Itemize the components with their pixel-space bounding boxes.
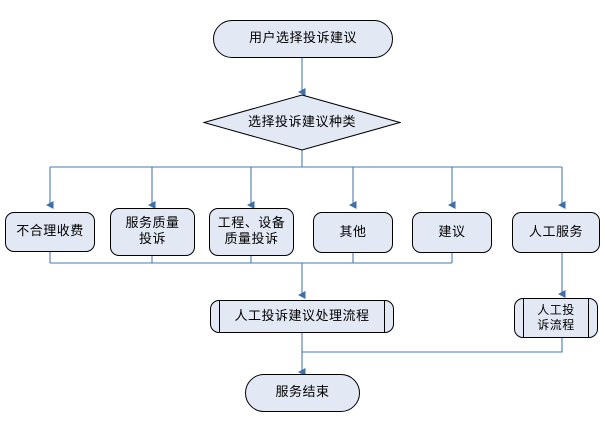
predefined-bar-right (384, 301, 385, 332)
edge-process-manual-to-end (302, 338, 563, 353)
node-option-1-label: 不合理收费 (16, 224, 84, 239)
predefined-bar-left (219, 301, 220, 332)
node-process-manual-label: 人工投 诉流程 (537, 303, 575, 332)
node-option-5[interactable]: 建议 (412, 212, 492, 253)
node-process-main[interactable]: 人工投诉建议处理流程 (210, 300, 394, 333)
node-option-3[interactable]: 工程、设备 质量投诉 (209, 208, 294, 256)
node-process-main-label: 人工投诉建议处理流程 (234, 308, 370, 324)
node-option-2-label: 服务质量 投诉 (125, 216, 180, 247)
node-option-2[interactable]: 服务质量 投诉 (110, 208, 195, 256)
node-decision-label: 选择投诉建议种类 (247, 114, 356, 130)
predefined-bar-left (523, 299, 524, 337)
decision-diamond-shape (203, 94, 401, 151)
node-start[interactable]: 用户选择投诉建议 (213, 20, 393, 58)
node-process-manual[interactable]: 人工投 诉流程 (514, 298, 598, 338)
node-option-5-label: 建议 (438, 224, 466, 240)
node-option-4[interactable]: 其他 (313, 212, 393, 253)
node-start-label: 用户选择投诉建议 (248, 31, 357, 46)
node-option-6[interactable]: 人工服务 (512, 212, 600, 253)
node-decision[interactable]: 选择投诉建议种类 (203, 94, 401, 151)
node-option-4-label: 其他 (339, 224, 367, 240)
node-option-1[interactable]: 不合理收费 (5, 212, 95, 252)
node-option-6-label: 人工服务 (528, 224, 583, 240)
node-option-3-label: 工程、设备 质量投诉 (217, 216, 286, 247)
node-end-label: 服务结束 (275, 385, 330, 400)
node-end[interactable]: 服务结束 (245, 374, 360, 412)
predefined-bar-right (588, 299, 589, 337)
